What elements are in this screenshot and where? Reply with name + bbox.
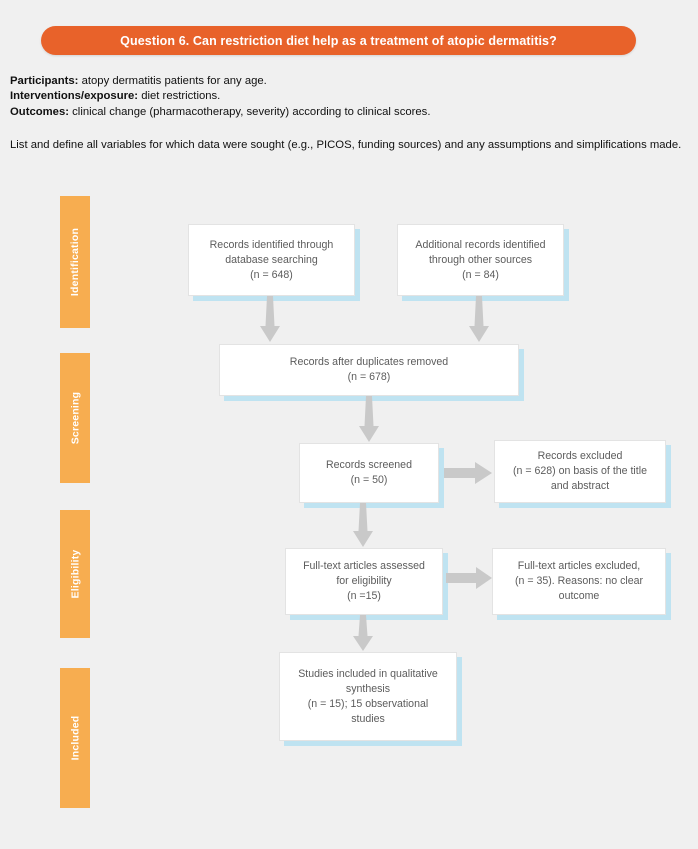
intro-line-participants: Participants: atopy dermatitis patients … [10, 74, 690, 89]
flow-box-line: Records identified through [209, 238, 334, 251]
arrow-down-icon [259, 296, 281, 342]
flow-box-line: Full-text articles assessed [303, 560, 425, 572]
flow-box-records-after-duplicates-removed: Records after duplicates removed (n = 67… [219, 344, 519, 396]
flow-box-line: database searching [225, 253, 318, 266]
arrow-right-icon [446, 567, 492, 589]
variables-note: List and define all variables for which … [10, 139, 682, 151]
flow-box-count: (n =15) [347, 590, 381, 602]
flow-box-line: Additional records identified [415, 238, 546, 251]
arrow-down-icon [352, 615, 374, 651]
flow-box-count: (n = 15); 15 observational [307, 697, 429, 710]
arrow-down-icon [352, 503, 374, 547]
flow-box-line: Studies included in qualitative [298, 667, 438, 680]
arrow-down-icon [358, 396, 380, 442]
stage-tab-screening: Screening [60, 353, 90, 483]
flow-box-count: (n = 35). Reasons: no clear [514, 575, 644, 587]
flow-box-count: (n = 678) [347, 371, 391, 383]
flow-box-studies-included-qualitative: Studies included in qualitative synthesi… [279, 652, 457, 741]
flow-box-count: (n = 84) [462, 268, 499, 281]
outcomes-value: clinical change (pharmacotherapy, severi… [69, 105, 431, 118]
participants-label: Participants: [10, 75, 79, 87]
stage-tab-included: Included [60, 668, 90, 808]
flow-box-fulltext-excluded: Full-text articles excluded, (n = 35). R… [492, 548, 666, 615]
flow-box-line: synthesis [345, 682, 391, 695]
stage-tab-identification: Identification [60, 196, 90, 328]
flow-box-line: through other sources [428, 253, 533, 266]
interventions-value: diet restrictions. [138, 90, 221, 103]
intro-text-block: Participants: atopy dermatitis patients … [10, 74, 690, 120]
flow-box-line: Records after duplicates removed [289, 356, 449, 368]
participants-value: atopy dermatitis patients for any age. [78, 75, 267, 87]
intro-line-interventions: Interventions/exposure: diet restriction… [10, 89, 690, 104]
arrow-right-icon [444, 462, 492, 484]
flow-box-line: Full-text articles excluded, [517, 560, 641, 572]
flow-box-line: and abstract [550, 480, 610, 492]
intro-line-outcomes: Outcomes: clinical change (pharmacothera… [10, 105, 690, 120]
stage-tab-identification-label: Identification [69, 227, 82, 297]
flow-box-count: (n = 628) on basis of the title [513, 465, 647, 477]
outcomes-label: Outcomes: [10, 105, 70, 118]
stage-tab-included-label: Included [69, 715, 81, 761]
question-banner-text: Question 6. Can restriction diet help as… [120, 33, 557, 48]
stage-tab-eligibility: Eligibility [60, 510, 90, 638]
flow-box-records-screened: Records screened (n = 50) [299, 443, 439, 503]
flow-box-fulltext-assessed: Full-text articles assessed for eligibil… [285, 548, 443, 615]
flow-box-line: for eligibility [336, 575, 392, 587]
flow-box-records-excluded: Records excluded (n = 628) on basis of t… [494, 440, 666, 503]
stage-tab-screening-label: Screening [69, 391, 82, 445]
flow-box-line: studies [351, 712, 385, 725]
flow-box-additional-records-other-sources: Additional records identified through ot… [397, 224, 564, 296]
flow-box-line: Records excluded [537, 450, 623, 462]
flow-box-records-identified-database: Records identified through database sear… [188, 224, 355, 296]
question-banner: Question 6. Can restriction diet help as… [41, 26, 636, 55]
flow-box-line: outcome [558, 590, 600, 602]
interventions-label: Interventions/exposure: [10, 90, 139, 103]
stage-tab-eligibility-label: Eligibility [69, 549, 81, 599]
flow-box-count: (n = 50) [350, 474, 388, 486]
flow-box-line: Records screened [326, 459, 412, 471]
flow-box-count: (n = 648) [250, 268, 293, 281]
arrow-down-icon [468, 296, 490, 342]
